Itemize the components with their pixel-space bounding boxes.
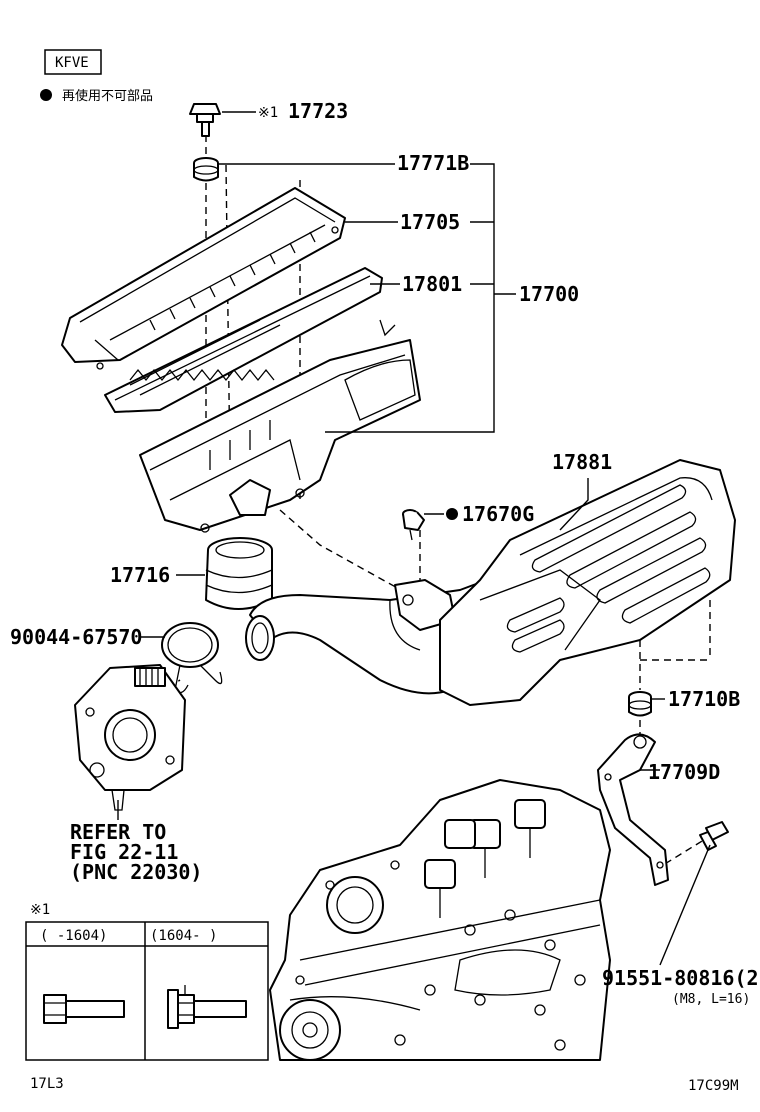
label-17716: 17716 xyxy=(110,563,170,587)
footer-left-code: 17L3 xyxy=(30,1076,64,1092)
label-17771b: 17771B xyxy=(397,151,469,175)
refer-line-1: REFER TO xyxy=(70,820,166,844)
refer-line-3: (PNC 22030) xyxy=(70,860,202,884)
air-cleaner-cap-17705 xyxy=(61,187,346,370)
label-91551-spec: (M8, L=16) xyxy=(672,992,750,1007)
bracket-17709d xyxy=(597,733,669,886)
label-90044-67570: 90044-67570 xyxy=(10,625,142,649)
clip-17670g xyxy=(402,509,425,541)
intake-pipe-resonator xyxy=(245,574,501,695)
note-table-col1-header: ( -1604) xyxy=(40,928,107,944)
label-17723-prefix: ※1 xyxy=(258,105,278,121)
bolt-17723 xyxy=(189,103,221,137)
label-17670g: 17670G xyxy=(462,502,534,526)
grommet-17710b xyxy=(628,691,652,717)
footer-right-code: 17C99M xyxy=(688,1078,739,1094)
resonator-17881 xyxy=(439,459,736,706)
label-17801: 17801 xyxy=(402,272,462,296)
throttle-body xyxy=(74,664,186,811)
label-17705: 17705 xyxy=(400,210,460,234)
engine-block xyxy=(269,779,611,1061)
engine-code-label: KFVE xyxy=(55,55,89,71)
label-91551-80816: 91551-80816(2) xyxy=(602,966,760,990)
label-17710b: 17710B xyxy=(668,687,740,711)
note-table-marker: ※1 xyxy=(30,902,50,918)
non-reusable-legend-text: 再使用不可部品 xyxy=(62,88,153,104)
label-17723: 17723 xyxy=(288,99,348,123)
note-table xyxy=(25,921,269,1061)
gasket-90044-67570 xyxy=(161,622,223,694)
air-cleaner-case xyxy=(139,319,421,533)
engine-code-box xyxy=(44,49,102,75)
filter-element-17801 xyxy=(104,267,383,413)
leader-lines xyxy=(117,111,711,966)
non-reusable-legend-dot xyxy=(40,89,52,101)
non-reusable-dot-17670g xyxy=(446,508,458,520)
label-17700: 17700 xyxy=(519,282,579,306)
hose-17716 xyxy=(205,537,273,610)
note-table-col2-header: (1604- ) xyxy=(150,928,217,944)
label-17709d: 17709D xyxy=(648,760,720,784)
bolt-type-new xyxy=(167,985,247,1029)
bolt-91551-80816 xyxy=(699,821,729,851)
bolt-type-old xyxy=(43,994,125,1024)
grommet-17771b xyxy=(193,157,219,182)
refer-line-2: FIG 22-11 xyxy=(70,840,178,864)
label-17881: 17881 xyxy=(552,450,612,474)
